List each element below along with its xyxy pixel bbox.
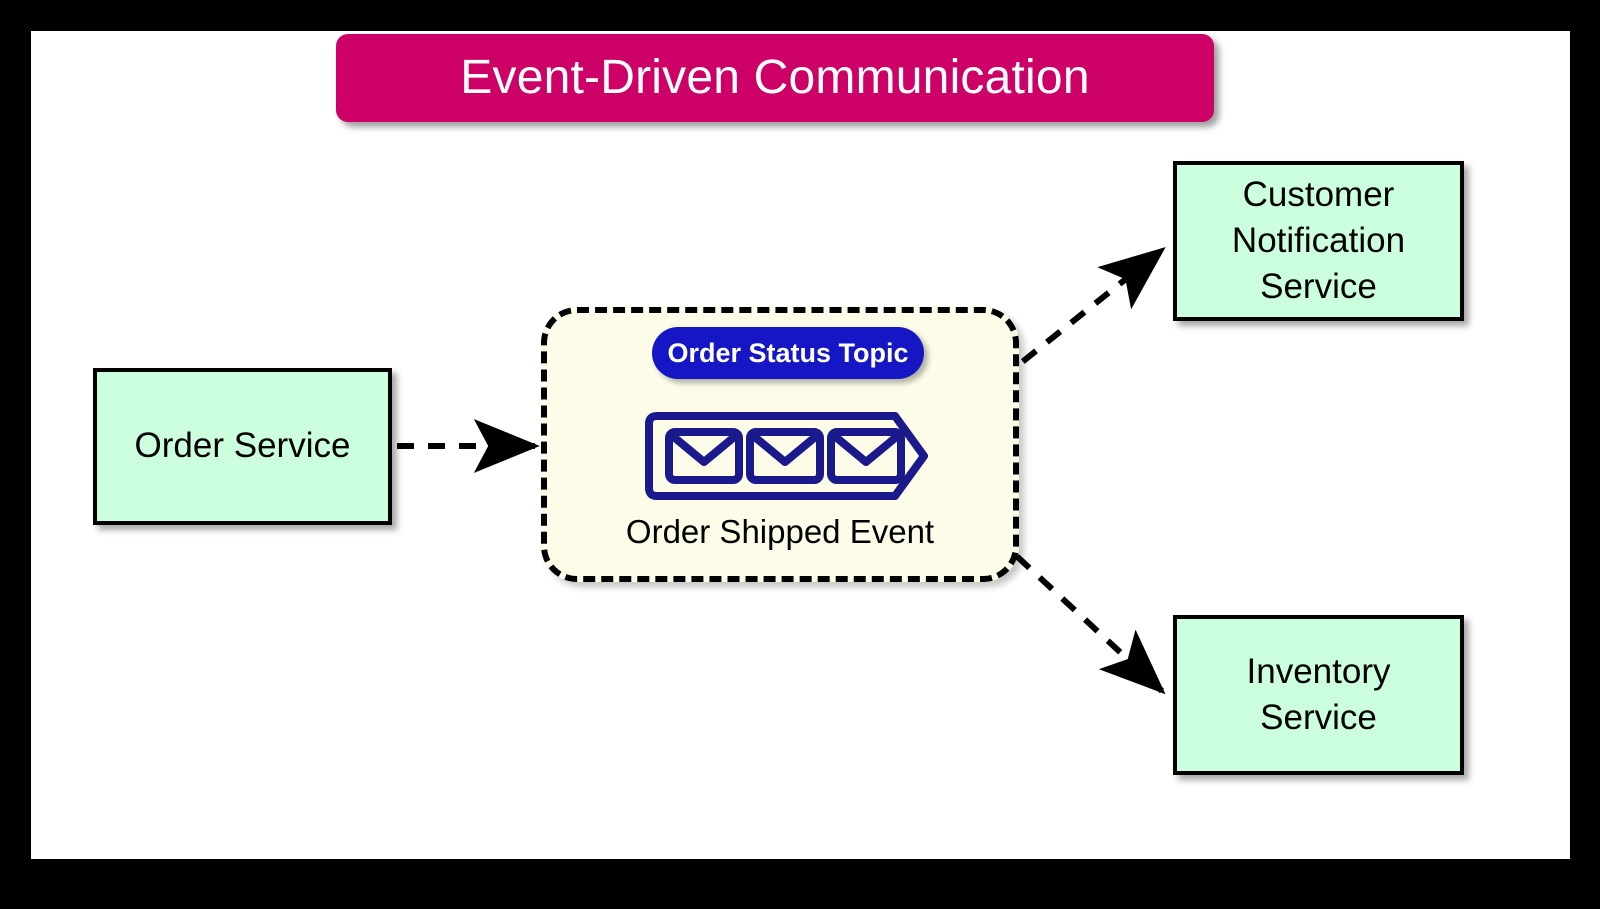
node-inventory-service[interactable]: Inventory Service <box>1173 615 1464 775</box>
message-queue-icon <box>645 412 928 500</box>
order-status-topic-pill-label: Order Status Topic <box>667 337 909 368</box>
envelope-icon-1 <box>665 428 743 484</box>
node-customer-notification-service-label: Customer Notification Service <box>1231 174 1406 307</box>
envelope-icon-3 <box>827 428 905 484</box>
envelope-icon-2 <box>746 428 824 484</box>
node-inventory-service-label: Inventory Service <box>1246 651 1391 737</box>
node-order-service[interactable]: Order Service <box>93 368 392 525</box>
order-shipped-event-caption: Order Shipped Event <box>541 515 1019 548</box>
node-customer-notification-service[interactable]: Customer Notification Service <box>1173 161 1464 321</box>
queue-outline <box>645 412 928 500</box>
page-title: Event-Driven Communication <box>460 51 1090 104</box>
node-order-service-label: Order Service <box>134 426 351 466</box>
order-shipped-event-label: Order Shipped Event <box>625 513 935 550</box>
order-status-topic-pill[interactable]: Order Status Topic <box>652 327 924 379</box>
diagram-canvas: Event-Driven Communication Order Service… <box>31 31 1570 859</box>
diagram-title-banner: Event-Driven Communication <box>336 34 1214 122</box>
